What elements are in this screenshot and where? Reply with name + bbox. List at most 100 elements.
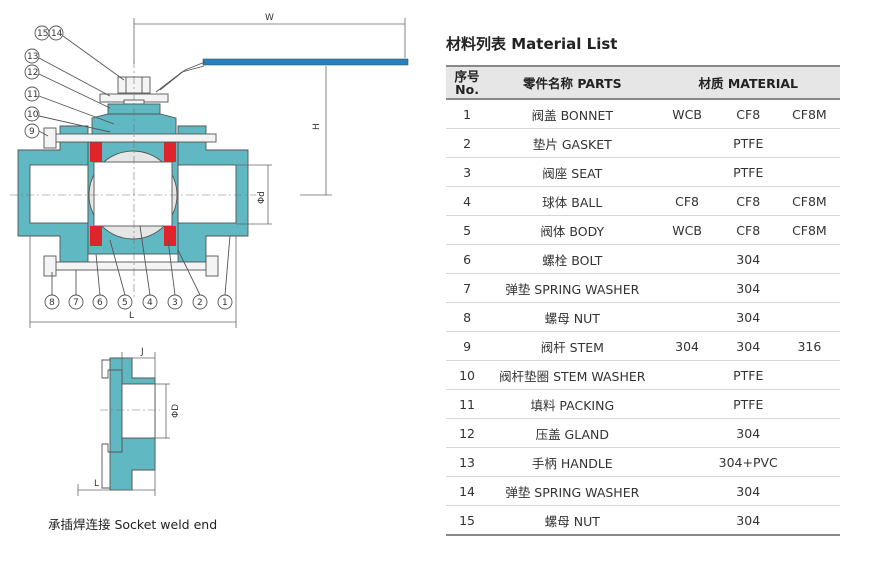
header-no-line1: 序号 <box>454 68 480 84</box>
cell-material-3 <box>778 360 840 390</box>
table-header-row: 序号 No. 零件名称 PARTS 材质 MATERIAL <box>446 65 840 100</box>
cell-material-2: 304+PVC <box>717 447 779 477</box>
cell-part: 螺母 NUT <box>488 505 657 536</box>
seat-right-top <box>164 142 176 162</box>
dim-w-label: W <box>265 13 274 23</box>
svg-text:2: 2 <box>197 298 203 308</box>
dim-bigd-label: ΦD <box>171 404 181 418</box>
dim-d-label: Φd <box>257 191 267 204</box>
seat-right-bottom <box>164 226 176 246</box>
svg-text:3: 3 <box>172 298 178 308</box>
callout-9: 9 <box>24 123 49 139</box>
cell-material-3 <box>778 244 840 274</box>
dim-l-label: L <box>129 311 134 321</box>
cell-part: 手柄 HANDLE <box>488 447 657 477</box>
callout-bottom: 8 7 6 5 4 3 2 1 <box>44 225 233 310</box>
handle-bar <box>202 58 409 66</box>
cell-no: 3 <box>446 157 489 187</box>
cell-material-2: 304 <box>717 244 779 274</box>
cell-no: 6 <box>446 244 489 274</box>
cell-material-3 <box>778 273 840 303</box>
cell-material-1 <box>656 389 718 419</box>
cell-material-2: CF8 <box>717 186 779 216</box>
cell-no: 13 <box>446 447 489 477</box>
cell-material-1 <box>656 476 718 506</box>
cell-part: 弹垫 SPRING WASHER <box>488 273 657 303</box>
cell-material-3: CF8M <box>778 186 840 216</box>
svg-text:14: 14 <box>51 29 63 39</box>
cell-material-3 <box>778 505 840 536</box>
cell-material-1: WCB <box>656 99 718 129</box>
cell-part: 阀座 SEAT <box>488 157 657 187</box>
svg-text:8: 8 <box>49 298 55 308</box>
cell-material-3: 316 <box>778 331 840 361</box>
cell-no: 4 <box>446 186 489 216</box>
cell-material-2: CF8 <box>717 99 779 129</box>
cell-no: 2 <box>446 128 489 158</box>
cell-material-3 <box>778 128 840 158</box>
socket-weld-caption: 承插焊连接 Socket weld end <box>48 517 218 532</box>
callout-13: 13 <box>24 48 111 97</box>
cell-material-3 <box>778 447 840 477</box>
svg-text:15: 15 <box>37 29 48 39</box>
header-material: 材质 MATERIAL <box>656 65 840 100</box>
cell-material-1: WCB <box>656 215 718 245</box>
svg-text:10: 10 <box>27 110 39 120</box>
cell-material-2: 304 <box>717 418 779 448</box>
cell-no: 8 <box>446 302 489 332</box>
svg-text:6: 6 <box>97 298 103 308</box>
cell-material-3: CF8M <box>778 215 840 245</box>
seat-left-top <box>90 142 102 162</box>
cell-part: 填料 PACKING <box>488 389 657 419</box>
cell-no: 7 <box>446 273 489 303</box>
cell-material-2: PTFE <box>717 360 779 390</box>
cell-part: 阀杆垫圈 STEM WASHER <box>488 360 657 390</box>
dim-smalll-label: L <box>94 479 99 489</box>
bolt-bottom <box>47 261 217 271</box>
svg-text:5: 5 <box>122 298 128 308</box>
cell-material-3 <box>778 157 840 187</box>
cell-material-3 <box>778 418 840 448</box>
cell-no: 15 <box>446 505 489 536</box>
cell-material-3: CF8M <box>778 99 840 129</box>
cell-material-1 <box>656 244 718 274</box>
cell-part: 螺栓 BOLT <box>488 244 657 274</box>
dim-j-label: J <box>140 347 144 357</box>
cell-material-1 <box>656 157 718 187</box>
cell-material-3 <box>778 476 840 506</box>
cell-material-2: PTFE <box>717 128 779 158</box>
header-no-line2: No. <box>455 81 479 97</box>
cell-material-2: 304 <box>717 302 779 332</box>
cell-material-1 <box>656 302 718 332</box>
cell-no: 1 <box>446 99 489 129</box>
cell-material-1: 304 <box>656 331 718 361</box>
cell-material-2: PTFE <box>717 389 779 419</box>
svg-text:13: 13 <box>27 52 38 62</box>
svg-text:7: 7 <box>73 298 79 308</box>
cell-part: 压盖 GLAND <box>488 418 657 448</box>
callout-11: 11 <box>24 86 115 125</box>
cell-material-1 <box>656 447 718 477</box>
cell-material-2: 304 <box>717 476 779 506</box>
bolt-top <box>47 133 217 143</box>
cell-material-2: CF8 <box>717 215 779 245</box>
header-parts: 零件名称 PARTS <box>488 65 657 100</box>
cell-material-2: 304 <box>717 273 779 303</box>
cell-material-2: PTFE <box>717 157 779 187</box>
cell-material-1: CF8 <box>656 186 718 216</box>
